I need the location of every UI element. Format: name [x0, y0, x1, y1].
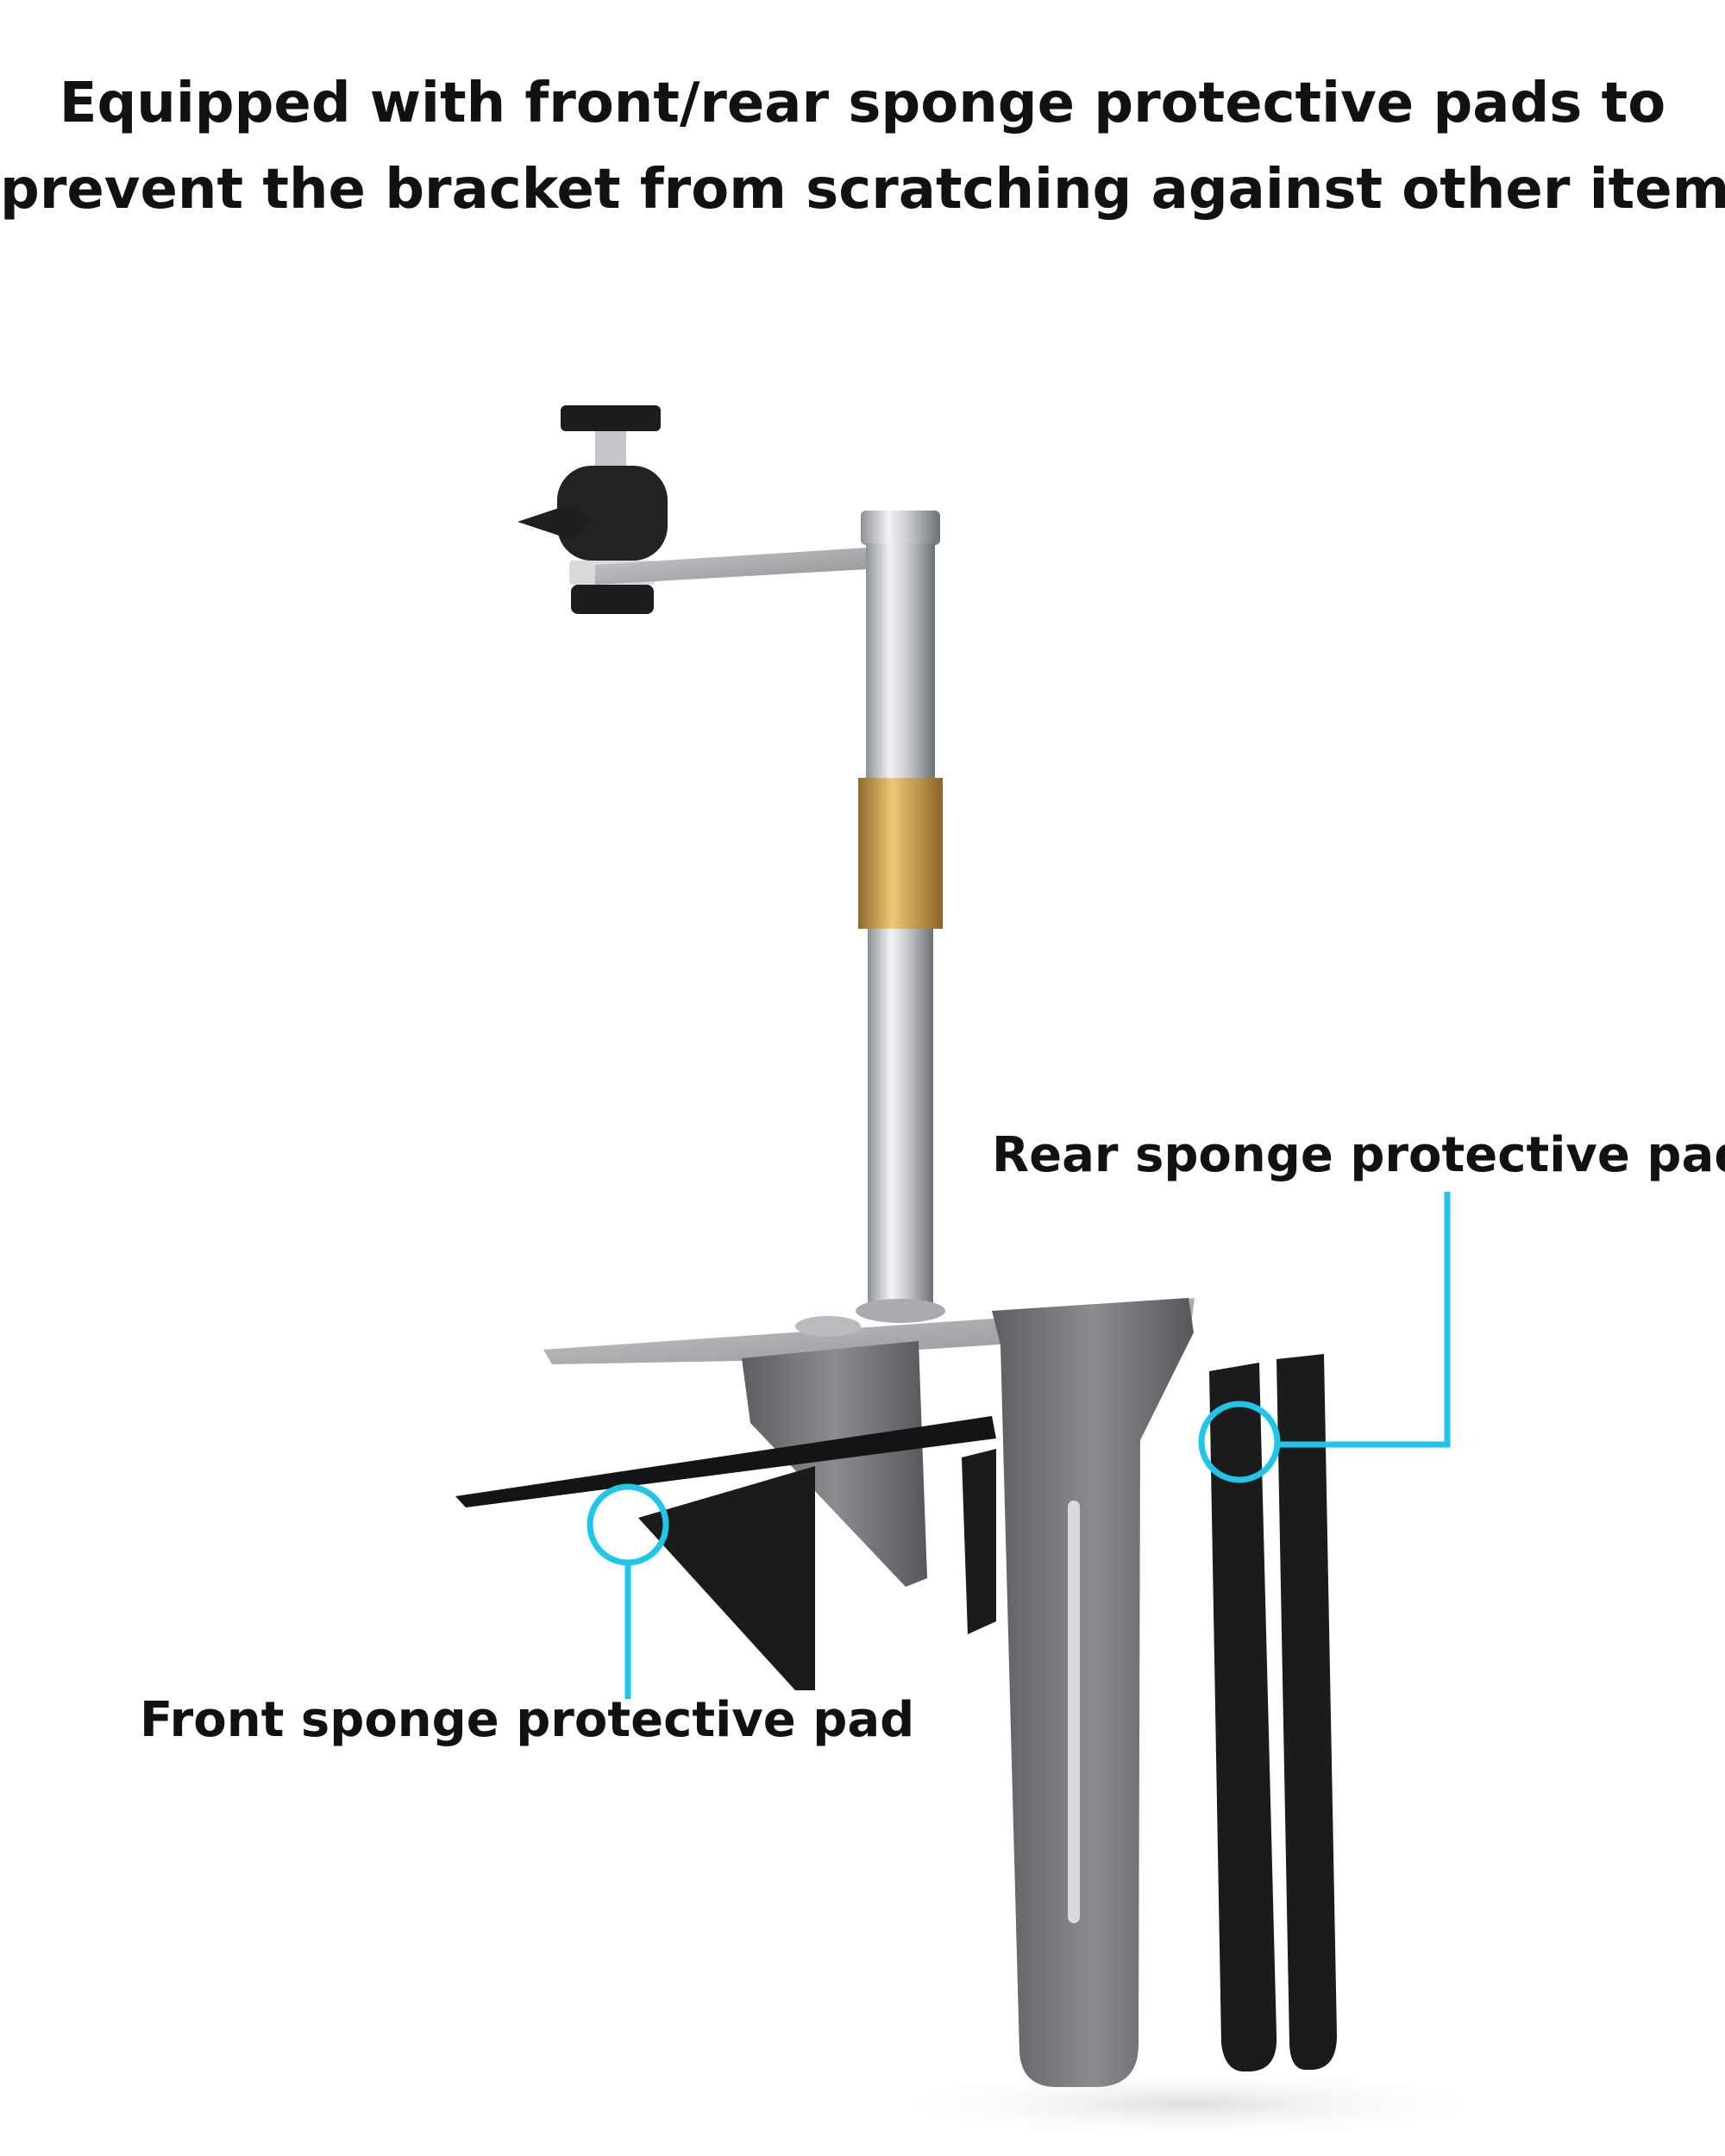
headline: Equipped with front/rear sponge protecti… — [0, 60, 1725, 233]
front-pad-label: Front sponge protective pad — [140, 1692, 915, 1748]
headline-line-2: prevent the bracket from scratching agai… — [0, 158, 1725, 222]
clamp-slot — [1068, 1501, 1080, 1923]
rear-callout-line — [1277, 1192, 1451, 1448]
front-sponge-pad — [455, 1416, 996, 1690]
rear-pad-label: Rear sponge protective pad — [992, 1127, 1725, 1183]
ball-head — [518, 405, 668, 614]
front-callout-marker — [586, 1483, 669, 1699]
brass-lock-ring — [858, 778, 943, 929]
front-clamp-jaw — [742, 1341, 927, 1587]
headline-line-1: Equipped with front/rear sponge protecti… — [59, 72, 1666, 135]
lock-lever — [518, 505, 595, 539]
base-knob — [571, 585, 654, 614]
rear-callout-marker — [1198, 1192, 1451, 1483]
top-plate — [543, 1298, 1195, 1364]
horizontal-arm — [595, 548, 867, 585]
rear-sponge-pads — [1209, 1354, 1337, 2071]
mount-screw-knob — [561, 405, 661, 431]
telescopic-pole — [858, 511, 943, 1308]
rear-clamp-plate — [992, 1298, 1194, 2087]
floor-shadow — [880, 2070, 1501, 2139]
